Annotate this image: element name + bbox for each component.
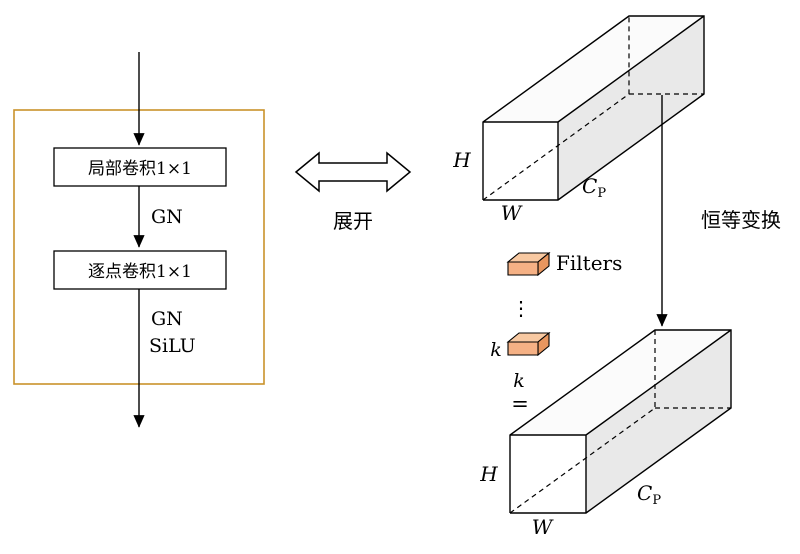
identity-transform-group: 恒等变换: [656, 95, 781, 327]
filters-ellipsis: ⋮: [511, 296, 531, 320]
top-tensor-solid-edges: [482, 15, 705, 201]
bottom-tensor-hidden-edges: [509, 330, 731, 514]
filter-bar-2: [506, 331, 551, 357]
channel-letter: C: [582, 174, 597, 198]
equivalence-group: 展开: [294, 151, 412, 233]
equals-sign: =: [511, 392, 529, 416]
conv-local-box: [53, 147, 227, 187]
bottom-tensor-front-face: [510, 435, 586, 513]
top-tensor-cuboid: H W CP: [452, 15, 705, 225]
filters-label: Filters: [556, 251, 622, 275]
filter-k-width-label: k: [513, 370, 525, 392]
top-tensor-width-label: W: [501, 201, 523, 225]
identity-label: 恒等变换: [701, 208, 781, 232]
silu-label: SiLU: [149, 335, 196, 357]
bottom-tensor-solid-edges: [509, 329, 732, 514]
left-residual-block: 局部卷积1×1 GN 逐点卷积1×1 GN SiLU: [13, 52, 265, 428]
bottom-tensor-width-label: W: [532, 515, 554, 539]
top-tensor-top-face: [483, 16, 704, 122]
filters-group: Filters ⋮ k k =: [490, 251, 622, 416]
filter-bar-front-face: [507, 261, 539, 276]
gn-mid-label: GN: [151, 206, 183, 228]
filter-bar-front-face: [507, 341, 539, 356]
conv-local-label: 局部卷积1×1: [88, 159, 192, 179]
top-tensor-channel-label: CP: [582, 174, 606, 201]
channel-letter: C: [637, 481, 652, 505]
filter-k-height-label: k: [490, 339, 502, 361]
gn-bottom-label: GN: [151, 308, 183, 330]
bottom-tensor-channel-label: CP: [637, 481, 661, 508]
channel-subscript: P: [652, 493, 661, 508]
top-tensor-hidden-edges: [482, 16, 704, 201]
top-tensor-front-face: [483, 122, 558, 200]
bottom-tensor-cuboid: H W CP: [479, 329, 732, 539]
conv-pointwise-label: 逐点卷积1×1: [88, 262, 192, 282]
channel-subscript: P: [597, 186, 606, 201]
expand-label: 展开: [333, 209, 373, 233]
double-arrow-icon: [294, 151, 412, 193]
top-tensor-side-face: [558, 16, 704, 200]
filter-bar-1: [506, 251, 551, 277]
bottom-tensor-side-face: [586, 330, 731, 513]
bottom-tensor-top-face: [510, 330, 731, 435]
conv-pointwise-box: [53, 250, 227, 290]
bottom-tensor-height-label: H: [479, 462, 498, 486]
top-tensor-height-label: H: [452, 148, 471, 172]
